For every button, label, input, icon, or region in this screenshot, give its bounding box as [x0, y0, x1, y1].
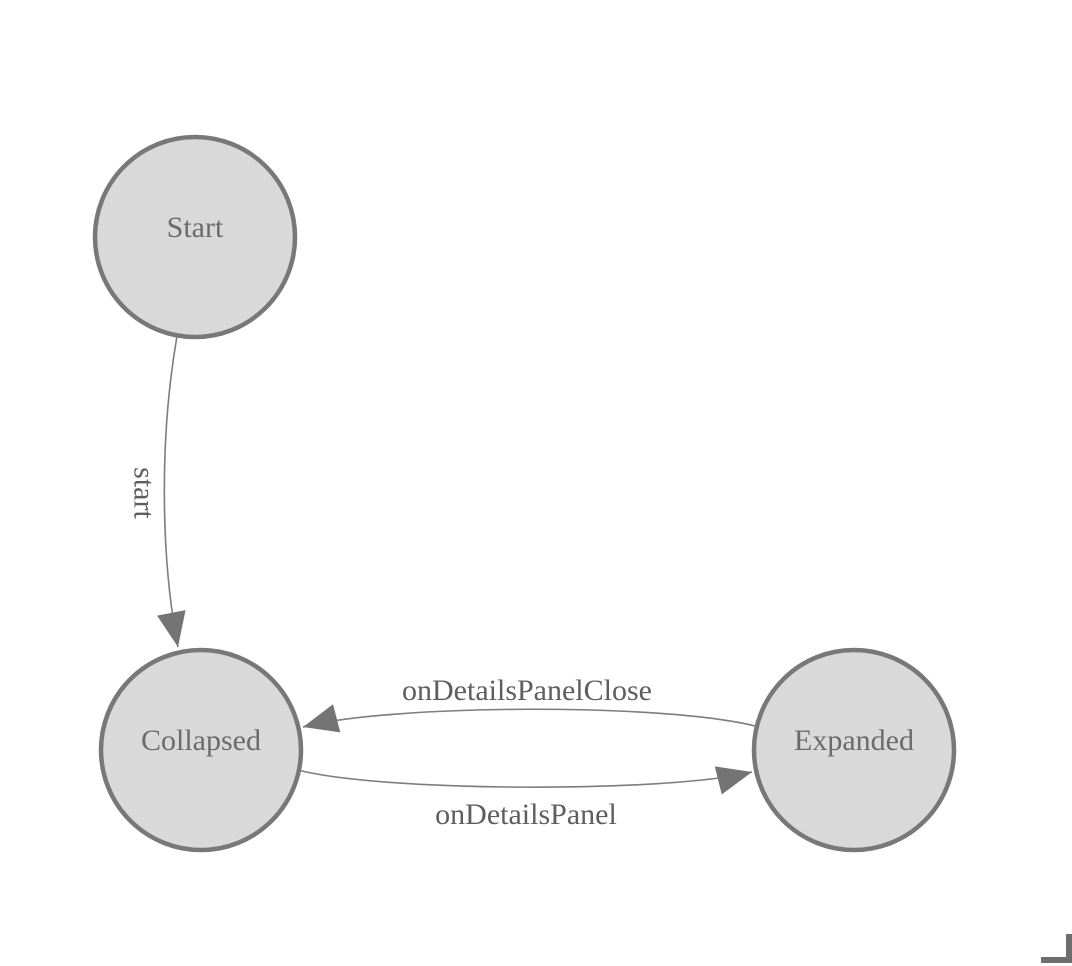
state-node-start-circle[interactable]: [92, 134, 298, 340]
edge-label-ondetailspanelclose: onDetailsPanelClose: [402, 674, 652, 707]
state-node-collapsed[interactable]: Collapsed: [98, 647, 304, 853]
state-node-collapsed-label: Collapsed: [141, 724, 261, 757]
page-corner-icon: [1041, 934, 1072, 963]
state-node-start-label: Start: [167, 211, 224, 244]
edge-label-start: start: [128, 467, 161, 519]
edge-start-to-collapsed[interactable]: [157, 335, 186, 648]
state-node-collapsed-circle[interactable]: [98, 647, 304, 853]
page-corner-horizontal-bar: [1041, 957, 1072, 963]
edge-collapsed-to-expanded[interactable]: [297, 766, 753, 795]
page-corner-vertical-bar: [1066, 934, 1072, 963]
edge-label-ondetailspanel: onDetailsPanel: [435, 798, 617, 831]
state-node-expanded[interactable]: Expanded: [751, 647, 957, 853]
state-node-start[interactable]: Start: [92, 134, 298, 340]
state-node-expanded-label: Expanded: [794, 724, 914, 757]
edge-expanded-to-collapsed[interactable]: [302, 704, 756, 733]
state-node-expanded-circle[interactable]: [751, 647, 957, 853]
